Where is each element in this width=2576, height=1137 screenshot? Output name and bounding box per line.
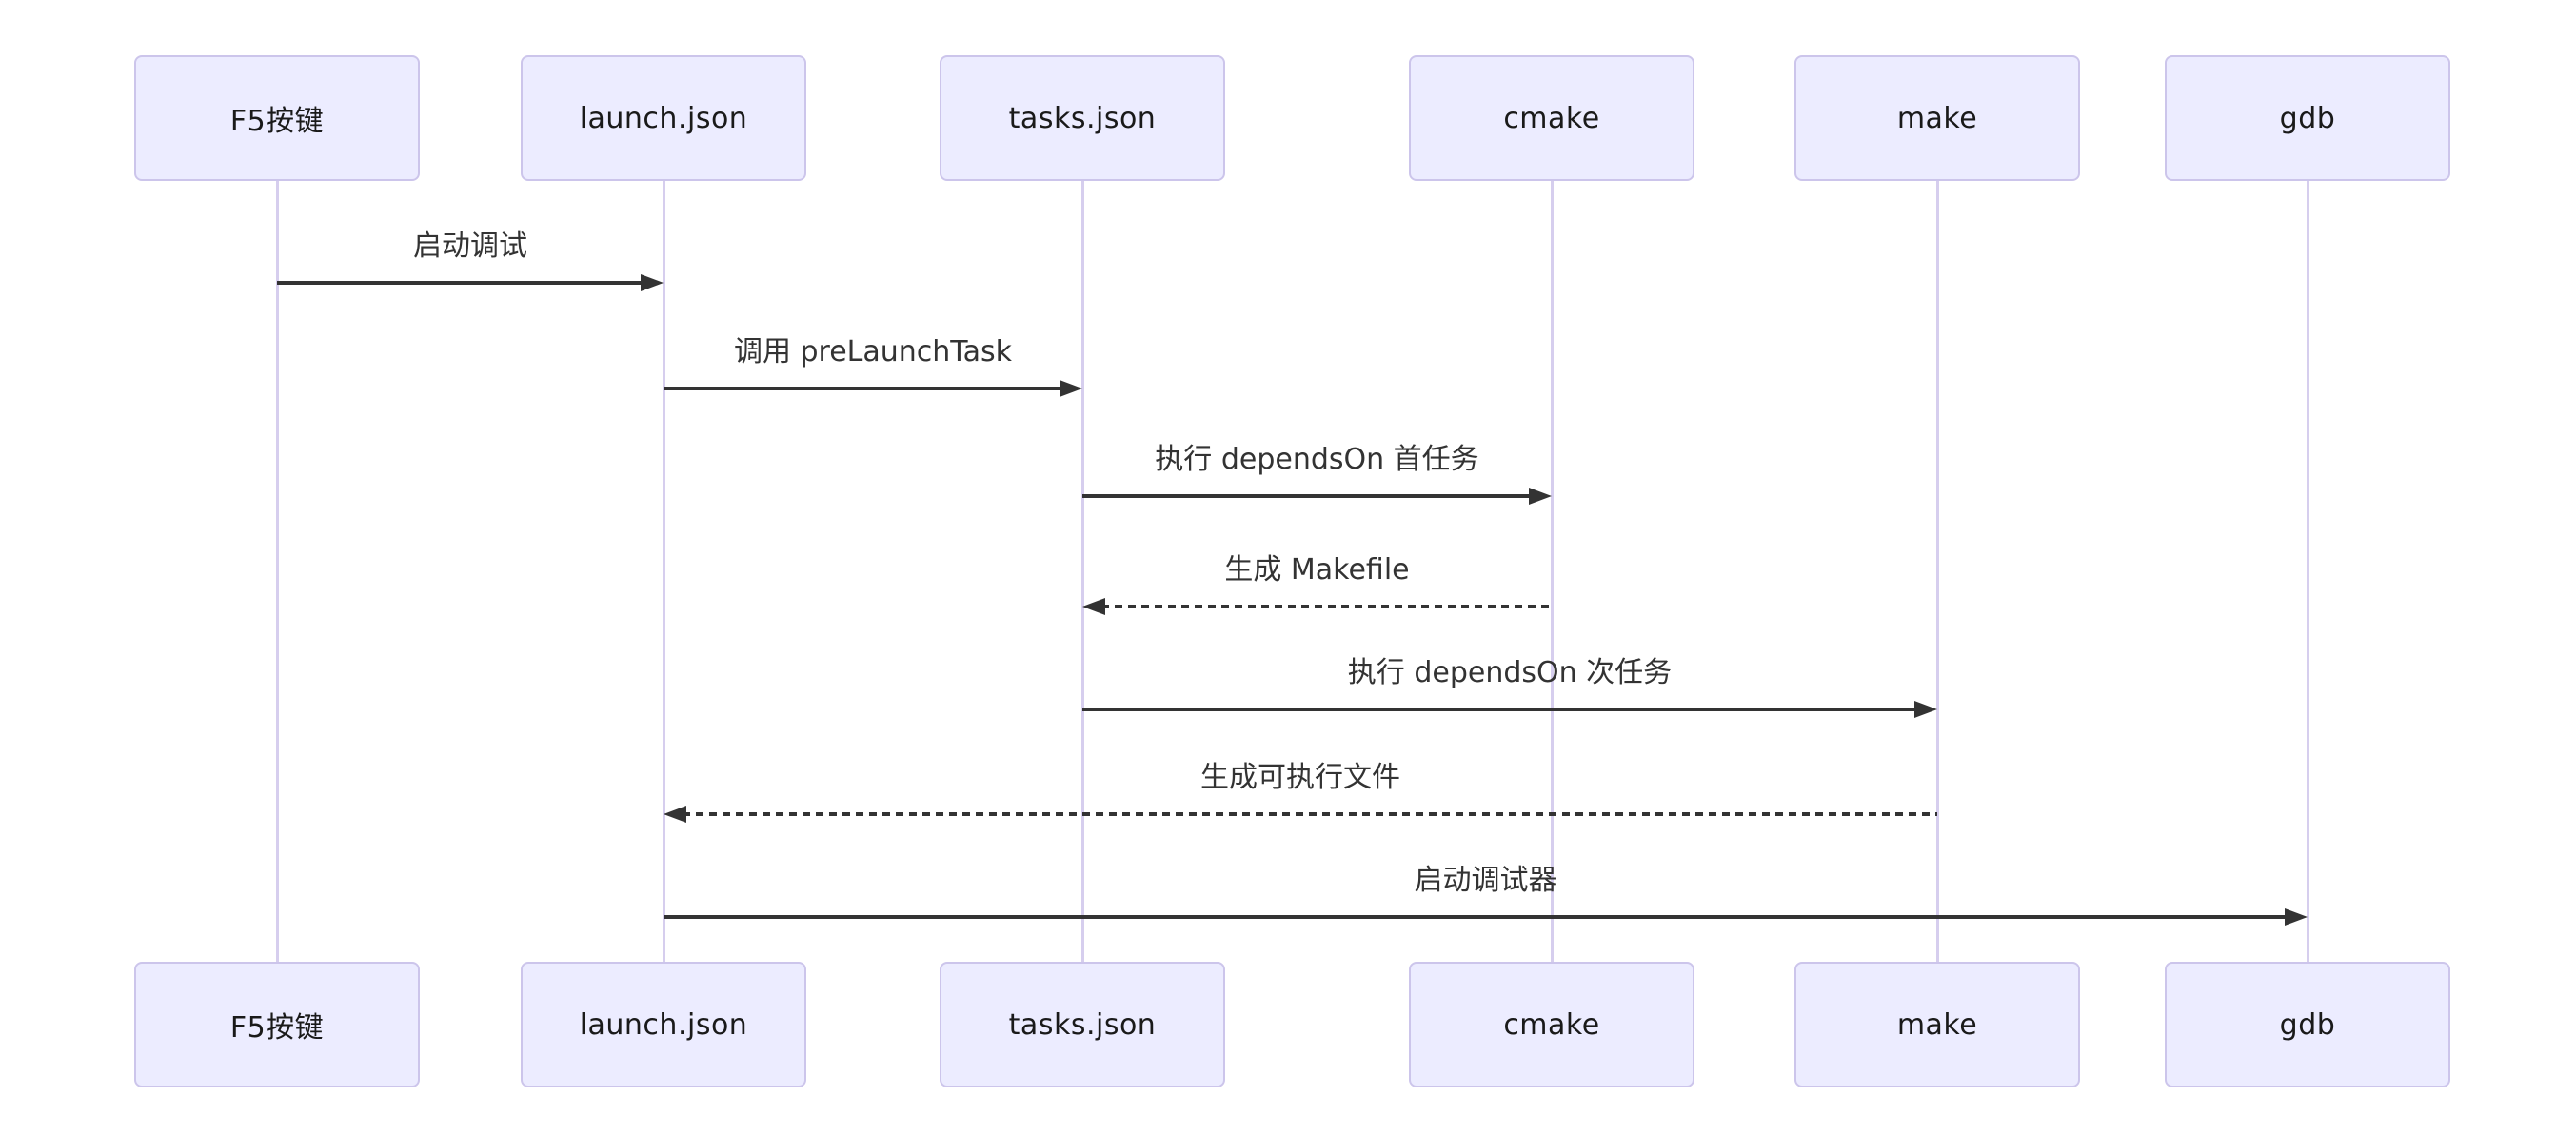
- arrowhead-icon: [1082, 598, 1105, 615]
- participant-bottom-f5: F5按键: [134, 962, 420, 1087]
- message-line-4: [1101, 605, 1552, 608]
- lifeline-make: [1935, 179, 1939, 964]
- message-label-7: 启动调试器: [1414, 864, 1557, 897]
- participant-top-tasks: tasks.json: [940, 55, 1225, 181]
- message-line-2: [664, 387, 1063, 390]
- arrowhead-icon: [1529, 488, 1552, 505]
- lifeline-launch: [662, 179, 665, 964]
- lifeline-gdb: [2306, 179, 2309, 964]
- participant-bottom-launch: launch.json: [521, 962, 806, 1087]
- participant-bottom-cmake: cmake: [1409, 962, 1694, 1087]
- lifeline-cmake: [1550, 179, 1554, 964]
- arrowhead-icon: [641, 274, 664, 291]
- message-line-7: [664, 915, 2289, 919]
- arrowhead-icon: [2285, 908, 2308, 926]
- lifeline-f5: [275, 179, 279, 964]
- message-label-6: 生成可执行文件: [1200, 761, 1400, 794]
- arrowhead-icon: [1914, 701, 1937, 718]
- message-label-4: 生成 Makefile: [1224, 553, 1410, 587]
- participant-bottom-make: make: [1794, 962, 2080, 1087]
- participant-top-cmake: cmake: [1409, 55, 1694, 181]
- message-line-6: [683, 812, 1937, 816]
- participant-top-gdb: gdb: [2165, 55, 2450, 181]
- message-label-3: 执行 dependsOn 首任务: [1155, 443, 1479, 476]
- lifeline-tasks: [1080, 179, 1084, 964]
- message-line-3: [1082, 494, 1533, 498]
- participant-bottom-gdb: gdb: [2165, 962, 2450, 1087]
- arrowhead-icon: [664, 806, 686, 823]
- participant-bottom-tasks: tasks.json: [940, 962, 1225, 1087]
- message-label-2: 调用 preLaunchTask: [733, 335, 1013, 369]
- message-label-1: 启动调试: [413, 229, 527, 263]
- message-line-5: [1082, 708, 1918, 711]
- message-label-5: 执行 dependsOn 次任务: [1347, 656, 1673, 689]
- participant-top-f5: F5按键: [134, 55, 420, 181]
- participant-top-make: make: [1794, 55, 2080, 181]
- arrowhead-icon: [1060, 380, 1082, 397]
- message-line-1: [277, 281, 644, 285]
- participant-top-launch: launch.json: [521, 55, 806, 181]
